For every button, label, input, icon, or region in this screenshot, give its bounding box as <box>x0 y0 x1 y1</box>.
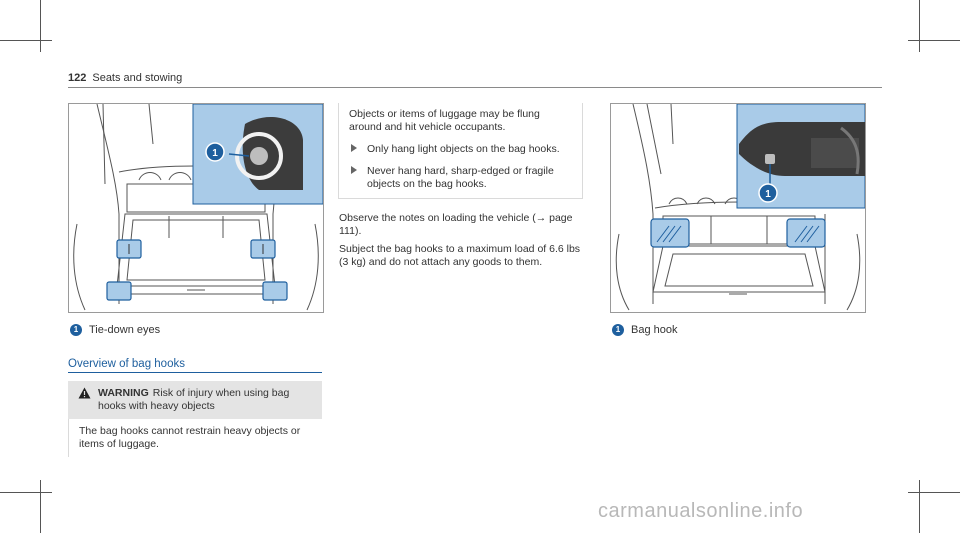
figure-bag-hook: 1 <box>610 103 866 313</box>
page-header: 122 Seats and stowing <box>68 72 182 84</box>
inset-panel: 1 <box>736 104 865 209</box>
warning-continuation: Objects or items of luggage may be flung… <box>338 103 583 199</box>
crop-mark <box>0 492 52 493</box>
caption-text: Bag hook <box>631 324 678 336</box>
header-rule <box>68 87 882 88</box>
crop-mark <box>919 0 920 52</box>
section-title: Overview of bag hooks <box>68 358 322 373</box>
inset-panel: 1 <box>192 104 323 205</box>
list-item: Never hang hard, sharp-edged or fragile … <box>349 165 572 191</box>
bullet-text: Never hang hard, sharp-edged or fragile … <box>367 165 554 190</box>
highlight-boxes <box>650 218 826 248</box>
caption-tie-down-eyes: 1 Tie-down eyes <box>70 324 160 336</box>
arrow-bullet-icon <box>351 144 357 152</box>
crop-mark <box>40 0 41 52</box>
crop-mark <box>908 40 960 41</box>
watermark: carmanualsonline.info <box>598 500 804 522</box>
section-name: Seats and stowing <box>92 72 183 84</box>
crop-mark <box>919 480 920 533</box>
caption-text: Tie-down eyes <box>89 324 161 336</box>
arrow-bullet-icon <box>351 166 357 174</box>
paragraph-max-load: Subject the bag hooks to a maximum load … <box>339 243 581 268</box>
caption-bag-hook: 1 Bag hook <box>612 324 677 336</box>
paragraph-loading-notes: Observe the notes on loading the vehicle… <box>339 212 573 237</box>
highlight-boxes <box>106 239 288 301</box>
body-text: Observe the notes on loading the vehicle… <box>339 212 589 274</box>
figure-tie-down-eyes: 1 <box>68 103 324 313</box>
note-intro: Objects or items of luggage may be flung… <box>349 108 540 133</box>
callout-number: 1 <box>212 148 218 159</box>
trunk-illustration: 1 <box>73 104 323 311</box>
caption-number: 1 <box>70 324 82 336</box>
list-item: Only hang light objects on the bag hooks… <box>349 143 572 156</box>
page-number: 122 <box>68 72 87 84</box>
warning-body: The bag hooks cannot restrain heavy obje… <box>68 419 322 457</box>
callout-number: 1 <box>765 189 771 200</box>
crop-mark <box>40 480 41 533</box>
warning-headline: Risk of injury when using bag hooks with… <box>98 387 290 412</box>
bullet-text: Only hang light objects on the bag hooks… <box>367 143 560 155</box>
caption-number: 1 <box>612 324 624 336</box>
trunk-illustration: 1 <box>615 104 865 311</box>
warning-label: WARNING <box>98 387 149 399</box>
crop-mark <box>0 40 52 41</box>
warning-icon <box>78 387 91 403</box>
crop-mark <box>908 492 960 493</box>
